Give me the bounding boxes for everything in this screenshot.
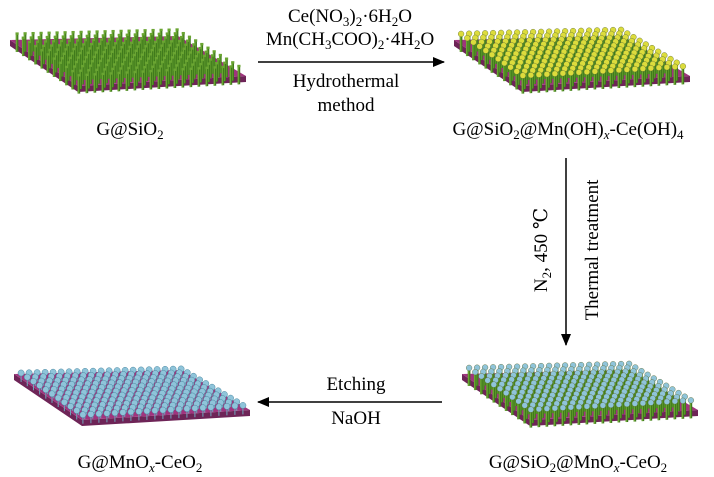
sample-2-graphic [454, 26, 690, 94]
sample-1-graphic [10, 28, 246, 94]
step-2-treatment: Thermal treatment [582, 179, 603, 321]
step-1-method-1: Hydrothermal [292, 71, 400, 92]
sample-4-graphic [14, 365, 250, 426]
step-1-reagent-2: Mn(CH3COO)2·4H2O [265, 29, 435, 52]
step-2-condition: N2, 450 ℃ [531, 207, 554, 293]
step-3-reagent: NaOH [331, 408, 381, 429]
sample-2-label: G@SiO2@Mn(OH)x-Ce(OH)4 [452, 119, 684, 142]
sample-3-graphic [462, 360, 698, 428]
step-1-reagent-1: Ce(NO3)2·6H2O [287, 6, 413, 29]
sample-4-label: G@MnOx-CeO2 [77, 452, 203, 475]
step-1-method-2: method [317, 95, 375, 116]
step-3-etching: Etching [326, 374, 386, 395]
sample-1-label: G@SiO2 [96, 119, 164, 142]
sample-3-label: G@SiO2@MnOx-CeO2 [488, 452, 668, 475]
